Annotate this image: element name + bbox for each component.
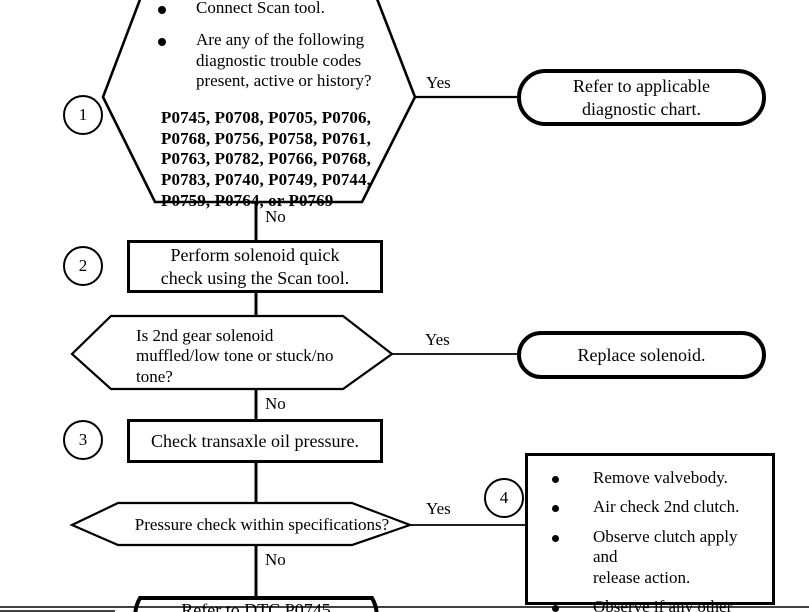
terminator2-text: Replace solenoid. [577, 344, 706, 365]
terminator3-text-clipped: Refer to DTC P0745 [140, 600, 372, 612]
decision1-bullet-2-line-2: diagnostic trouble codes [196, 50, 362, 70]
terminator-refer-diagnostic-chart: Refer to applicable diagnostic chart. [517, 69, 766, 126]
step-marker-3: 3 [63, 420, 103, 460]
action4-bullet-box: Remove valvebody. Air check 2nd clutch. … [525, 453, 775, 612]
bullet-dot-icon [552, 534, 559, 542]
step-marker-1: 1 [63, 95, 103, 135]
bullet-dot-icon [552, 604, 559, 612]
bullet-dot-icon [158, 6, 166, 14]
decision2-line-2: muffled/low tone or stuck/no [136, 346, 334, 366]
process3-text: Check transaxle oil pressure. [151, 430, 359, 451]
action4-bullet-item: Observe if any other clutches are also m… [542, 597, 762, 612]
decision2-line-3: tone? [136, 366, 173, 386]
decision2-no-label: No [263, 394, 288, 414]
decision1-bullet-2-line-1: Are any of the following [196, 30, 365, 49]
terminator-replace-solenoid: Replace solenoid. [517, 331, 766, 379]
action4-bullet-item: Observe clutch apply and release action. [542, 527, 762, 588]
step-marker-4: 4 [484, 478, 524, 518]
decision1-dtc-code-list: P0745, P0708, P0705, P0706, P0768, P0756… [161, 108, 401, 212]
action4-bullet-1-text: Remove valvebody. [593, 468, 762, 488]
decision3-text: Pressure check within specifications? [134, 515, 390, 534]
process-perform-solenoid-quick-check: Perform solenoid quick check using the S… [127, 240, 383, 293]
action4-bullet-item: Air check 2nd clutch. [542, 497, 762, 517]
step-marker-2-label: 2 [78, 256, 88, 275]
step-marker-2: 2 [63, 246, 103, 286]
bullet-dot-icon [158, 38, 166, 46]
decision2-line-1: Is 2nd gear solenoid [136, 326, 274, 345]
decision1-bullet-2-line-3: present, active or history? [196, 71, 372, 91]
action4-bullet-3-line-1: Observe clutch apply and [593, 526, 738, 567]
process-check-transaxle-oil-pressure: Check transaxle oil pressure. [127, 419, 383, 463]
action4-bullet-4-line-1: Observe if any other [593, 596, 733, 612]
dtc-line: P0759, P0764, or P0769 [161, 190, 334, 210]
action4-bullet-item: Remove valvebody. [542, 468, 762, 488]
terminator1-line-2: diagnostic chart. [582, 98, 701, 119]
action4-bullet-2-text: Air check 2nd clutch. [593, 497, 762, 517]
decision1-yes-label: Yes [424, 73, 453, 93]
decision1-bullet-2-text: Are any of the following diagnostic trou… [196, 30, 372, 92]
action4-bullet-3-text: Observe clutch apply and release action. [593, 527, 762, 588]
decision2-yes-label: Yes [423, 330, 452, 350]
decision1-bullet-item: Connect Scan tool. [158, 0, 388, 18]
action4-bullet-3-line-2: release action. [593, 567, 691, 587]
bullet-dot-icon [552, 505, 559, 513]
terminator1-line-1: Refer to applicable [573, 76, 710, 96]
dtc-line: P0783, P0740, P0749, P0744, [161, 170, 371, 190]
process2-line-1: Perform solenoid quick [170, 245, 340, 265]
step-marker-3-label: 3 [78, 430, 88, 449]
dtc-line: P0745, P0708, P0705, P0706, [161, 108, 371, 127]
dtc-line: P0763, P0782, P0766, P0768, [161, 149, 371, 169]
decision3-question-text: Pressure check within specifications? [112, 515, 412, 535]
terminator3-text: Refer to DTC P0745 [181, 600, 331, 612]
action4-bullet-1-line-1: Remove valvebody. [593, 468, 728, 487]
decision3-yes-label: Yes [424, 499, 453, 519]
step-marker-1-label: 1 [78, 105, 88, 124]
decision1-bullet-list: Connect Scan tool. Are any of the follow… [158, 0, 388, 104]
step-marker-4-label: 4 [499, 488, 509, 507]
decision1-no-label: No [263, 207, 288, 227]
decision1-bullet-1-text: Connect Scan tool. [196, 0, 325, 17]
action4-bullet-4-text: Observe if any other clutches are also m… [593, 597, 762, 612]
decision3-no-label: No [263, 550, 288, 570]
decision2-question-text: Is 2nd gear solenoid muffled/low tone or… [136, 326, 386, 387]
action4-bullet-2-line-1: Air check 2nd clutch. [593, 497, 740, 517]
dtc-line: P0768, P0756, P0758, P0761, [161, 128, 371, 148]
bullet-dot-icon [552, 476, 559, 483]
process2-line-2: check using the Scan tool. [160, 267, 350, 288]
decision1-bullet-item: Are any of the following diagnostic trou… [158, 30, 388, 92]
